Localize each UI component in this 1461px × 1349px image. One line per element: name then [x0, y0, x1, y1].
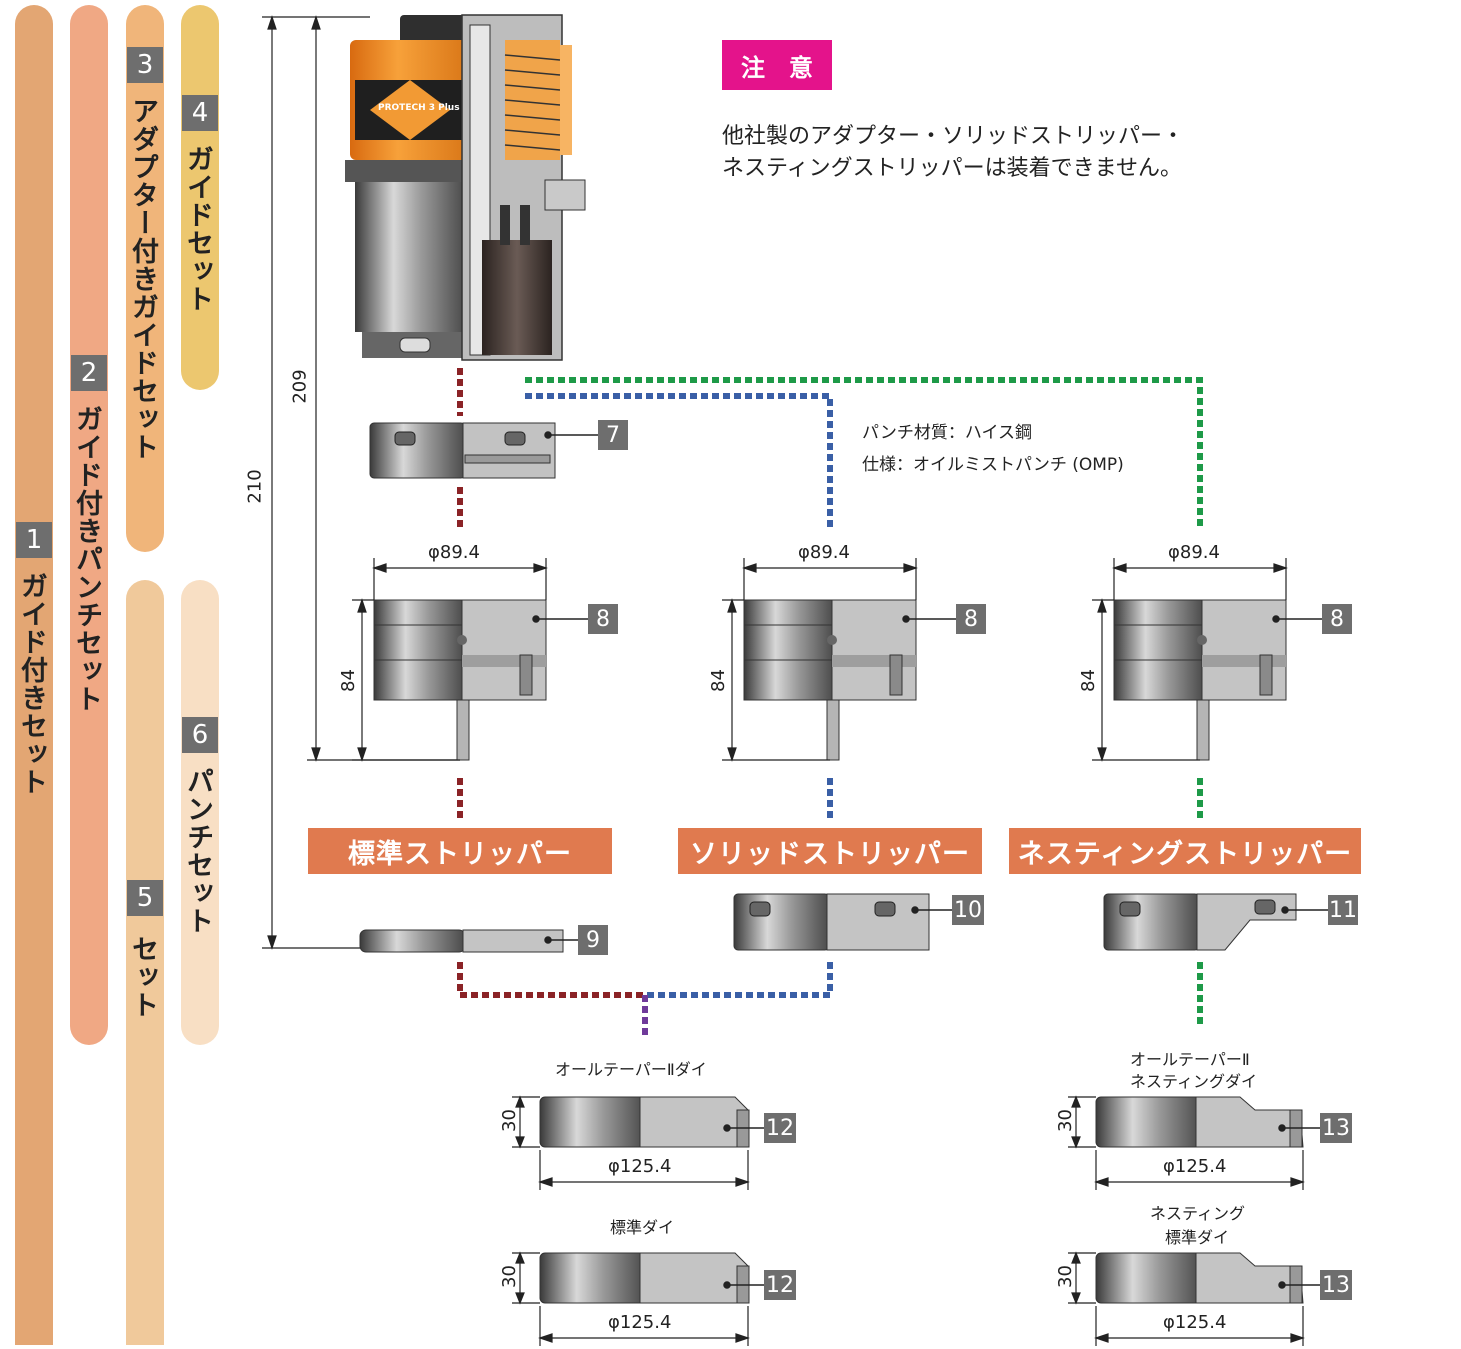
banner-nesting-stripper: ネスティングストリッパー — [1009, 828, 1361, 874]
side-bar-4-number: 4 — [182, 95, 218, 131]
callout-8-a: 8 — [588, 604, 618, 634]
dimension-210-label: 210 — [244, 469, 266, 504]
stripper-10-drawing — [733, 893, 930, 951]
callout-13-a: 13 — [1320, 1113, 1352, 1143]
punch-diameter-b: φ89.4 — [798, 542, 850, 563]
die-all-taper — [539, 1096, 750, 1148]
punch-unit-8-c — [1113, 599, 1287, 761]
stripper-11-drawing — [1103, 893, 1297, 951]
notice-line-1: 他社製のアダプター・ソリッドストリッパー・ — [722, 124, 1185, 149]
die-diameter-2: φ125.4 — [608, 1312, 672, 1333]
die-caption-all-taper: オールテーパーⅡダイ — [555, 1060, 707, 1079]
die-caption-nest-line1: オールテーパーⅡ — [1130, 1050, 1250, 1069]
punch-diameter-c: φ89.4 — [1168, 542, 1220, 563]
die-caption-nest-line2: ネスティングダイ — [1130, 1072, 1258, 1091]
notice-badge: 注 意 — [722, 40, 832, 90]
side-bar-5-number: 5 — [127, 880, 163, 916]
punch-holder-drawing — [345, 14, 586, 361]
connector-red — [457, 368, 645, 998]
callout-7: 7 — [598, 420, 628, 450]
side-bar-6 — [181, 580, 219, 1045]
side-bar-1-label: ガイド付きセット — [16, 572, 47, 796]
callout-13-b: 13 — [1320, 1270, 1352, 1300]
banner-solid-stripper: ソリッドストリッパー — [678, 828, 982, 874]
side-bar-2-label: ガイド付きパンチセット — [71, 405, 102, 713]
punch-spec-text: 仕様：オイルミストパンチ (OMP) — [862, 455, 1124, 475]
product-logo-text: PROTECH 3 Plus — [378, 103, 460, 113]
die-standard — [539, 1252, 750, 1304]
punch-unit-8-a — [373, 599, 547, 761]
die-height-4: 30 — [1054, 1265, 1076, 1288]
punch-height-b: 84 — [707, 669, 729, 692]
punch-height-a: 84 — [337, 669, 359, 692]
punch-height-c: 84 — [1077, 669, 1099, 692]
punch-unit-8-b — [743, 599, 917, 761]
die-all-taper-nesting — [1095, 1096, 1304, 1148]
callout-9: 9 — [578, 925, 608, 955]
callout-12-b: 12 — [764, 1270, 796, 1300]
die-caption-standard: 標準ダイ — [610, 1218, 675, 1237]
adapter-drawing — [369, 422, 556, 479]
side-bar-6-label: パンチセット — [182, 767, 213, 935]
side-bar-3 — [126, 5, 164, 552]
side-bar-5 — [126, 580, 164, 1345]
die-caption-nest-std-line1: ネスティング — [1150, 1204, 1246, 1223]
stripper-9-drawing — [359, 929, 564, 953]
notice-line-2: ネスティングストリッパーは装着できません。 — [722, 156, 1183, 181]
side-bar-1 — [15, 5, 53, 1345]
side-bar-2 — [70, 5, 108, 1045]
die-diameter-4: φ125.4 — [1163, 1312, 1227, 1333]
side-bar-6-number: 6 — [182, 717, 218, 753]
callout-10: 10 — [952, 895, 984, 925]
die-height-1: 30 — [498, 1109, 520, 1132]
die-height-2: 30 — [498, 1265, 520, 1288]
side-bar-4 — [181, 5, 219, 390]
callout-12-a: 12 — [764, 1113, 796, 1143]
callout-8-c: 8 — [1322, 604, 1352, 634]
side-bar-3-label: アダプター付きガイドセット — [127, 97, 158, 461]
side-bar-1-number: 1 — [16, 522, 52, 558]
connector-blue — [525, 393, 833, 998]
side-bar-2-number: 2 — [71, 355, 107, 391]
die-caption-nest-std-line2: 標準ダイ — [1165, 1228, 1230, 1247]
side-bar-4-label: ガイドセット — [182, 145, 213, 313]
punch-material-text: パンチ材質：ハイス鋼 — [862, 423, 1032, 443]
punch-diameter-a: φ89.4 — [428, 542, 480, 563]
callout-8-b: 8 — [956, 604, 986, 634]
side-bar-5-label: セット — [127, 935, 158, 1019]
banner-standard-stripper: 標準ストリッパー — [308, 828, 612, 874]
die-diameter-3: φ125.4 — [1163, 1156, 1227, 1177]
side-bar-3-number: 3 — [127, 47, 163, 83]
die-nesting-standard — [1095, 1252, 1304, 1304]
dimension-209-label: 209 — [289, 369, 311, 404]
die-height-3: 30 — [1054, 1109, 1076, 1132]
connector-green — [525, 377, 1203, 1028]
callout-11: 11 — [1328, 895, 1358, 925]
die-diameter-1: φ125.4 — [608, 1156, 672, 1177]
